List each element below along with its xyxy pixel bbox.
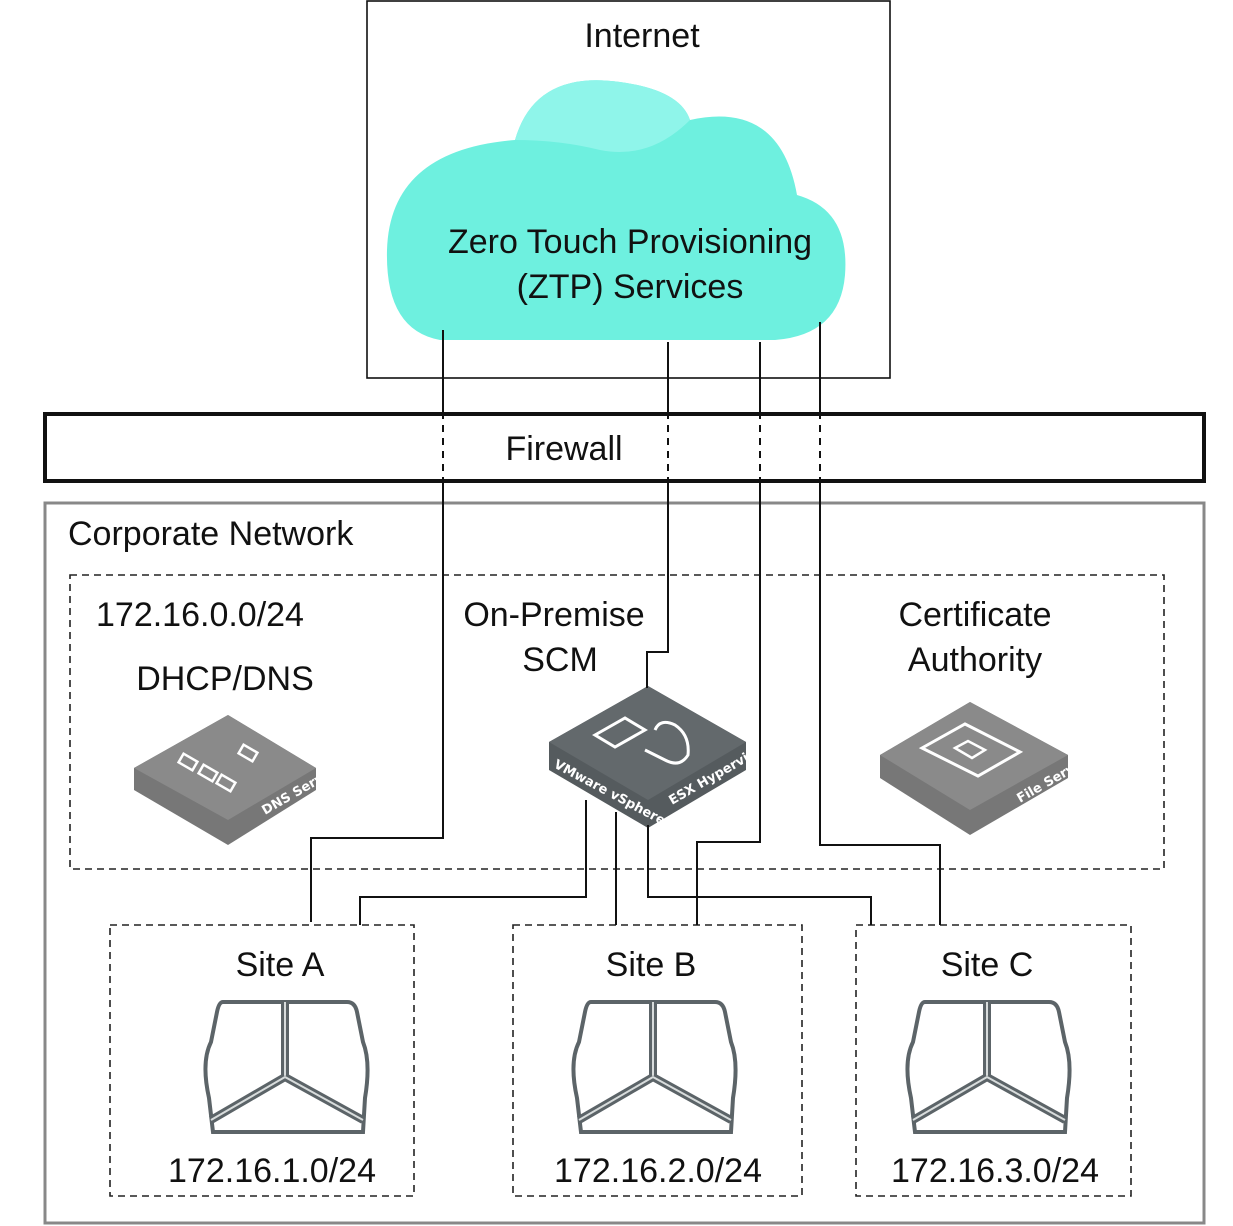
site-c-subnet: 172.16.3.0/24 [891, 1152, 1099, 1190]
firewall-label: Firewall [505, 430, 622, 468]
cloud-label-line1: Zero Touch Provisioning [448, 223, 812, 261]
site-a-subnet: 172.16.1.0/24 [168, 1152, 376, 1190]
site-c: Site C 172.16.3.0/24 [855, 924, 1132, 1197]
site-b-subnet: 172.16.2.0/24 [554, 1152, 762, 1190]
file-server-icon: File Server [880, 702, 1091, 835]
firewall-box [43, 412, 1206, 483]
ca-label-line2: Authority [908, 641, 1042, 679]
connection-lines [310, 322, 941, 925]
site-a-name: Site A [236, 946, 325, 984]
access-point-icon [573, 1002, 735, 1132]
dhcp-subnet: 172.16.0.0/24 [96, 596, 304, 634]
access-point-icon [907, 1002, 1069, 1132]
cloud-label-line2: (ZTP) Services [517, 268, 744, 306]
internet-box [366, 0, 891, 379]
dhcp-label: DHCP/DNS [136, 660, 314, 698]
scm-to-site-a-link [359, 800, 587, 925]
internet-title: Internet [584, 17, 700, 55]
corporate-network-box [43, 501, 1206, 1225]
scm-to-site-c-link [647, 825, 872, 925]
site-c-name: Site C [941, 946, 1034, 984]
corporate-network-label: Corporate Network [68, 515, 354, 553]
access-point-icon [205, 1002, 367, 1132]
ca-label-line1: Certificate [898, 596, 1051, 634]
hypervisor-icon: VMware vSphere ESX Hypervisor [549, 686, 772, 829]
scm-label-line2: SCM [522, 641, 598, 679]
site-a: Site A 172.16.1.0/24 [109, 924, 415, 1197]
cloud-icon [386, 80, 846, 340]
site-b-name: Site B [606, 946, 697, 984]
dns-server-icon: DNS Server [134, 715, 340, 845]
scm-label-line1: On-Premise [463, 596, 644, 634]
site-b: Site B 172.16.2.0/24 [512, 924, 803, 1197]
